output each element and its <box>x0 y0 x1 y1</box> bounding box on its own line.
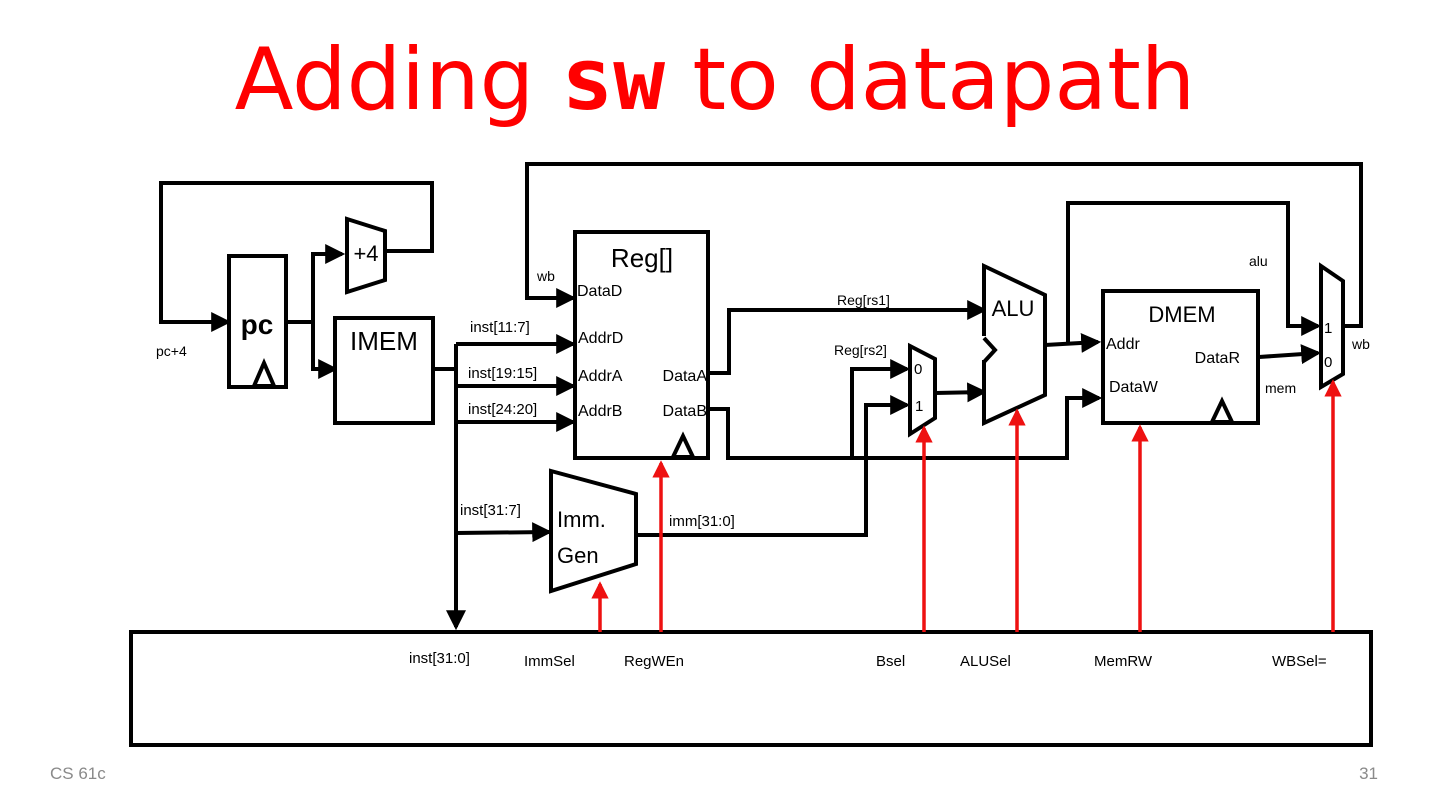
slide-title: Adding sw to datapath <box>0 30 1430 130</box>
port-datab: DataB <box>663 403 707 420</box>
wire-label-wb-reg: wb <box>536 268 555 284</box>
imem-block <box>333 316 435 425</box>
control-signal-bsel: Bsel <box>876 653 905 670</box>
wire-label-inst-11-7: inst[11:7] <box>470 319 530 336</box>
wire-label-wb-out: wb <box>1351 336 1370 352</box>
wire-reg-rs2 <box>708 388 1103 460</box>
wire-label-reg-rs2: Reg[rs2] <box>834 342 887 358</box>
bmux-block <box>908 342 937 438</box>
title-code: sw <box>561 30 666 130</box>
immgen-label-line2: Gen <box>557 543 599 568</box>
wire-label-pc-plus4: pc+4 <box>156 343 187 359</box>
port-addrd: AddrD <box>578 330 623 347</box>
wbmux-input-0: 0 <box>1324 354 1332 371</box>
control-signal-alusel: ALUSel <box>960 653 1011 670</box>
adder-block <box>345 216 387 295</box>
wire-mem-out <box>1258 344 1322 365</box>
wire-label-imm: imm[31:0] <box>669 513 735 530</box>
immgen-label-line1: Imm. <box>557 507 606 532</box>
wire-rs2-to-bmux <box>850 359 911 458</box>
footer-course: CS 61c <box>50 764 106 783</box>
wire-label-inst-24-20: inst[24:20] <box>468 401 537 418</box>
wire-pc-plus4-loop <box>159 181 434 332</box>
wire-label-mem: mem <box>1265 380 1296 396</box>
wire-pc-to-adder <box>311 244 346 322</box>
wire-label-alu: alu <box>1249 253 1268 269</box>
wire-label-inst-19-15: inst[19:15] <box>468 365 537 382</box>
control-signal-immsel: ImmSel <box>524 653 575 670</box>
wire-alu-to-wbmux <box>1066 201 1322 344</box>
control-signal-wbsel: WBSel= <box>1272 653 1327 670</box>
wire-wb-to-datad <box>525 162 1363 328</box>
dmem-clock-icon <box>1208 396 1236 424</box>
pc-clock-icon <box>250 357 278 388</box>
port-dataa: DataA <box>663 368 708 385</box>
wire-label-reg-rs1: Reg[rs1] <box>837 292 890 308</box>
reg-clock-icon <box>669 431 697 459</box>
wire-inst-31-7 <box>455 522 553 543</box>
immgen-block <box>549 468 638 594</box>
reg-label: Reg[] <box>611 243 673 273</box>
control-signal-regwen: RegWEn <box>624 653 684 670</box>
control-inst-label: inst[31:0] <box>409 650 470 667</box>
alu-notch <box>982 336 998 364</box>
wire-pc-to-imem <box>311 322 339 379</box>
control-signal-memrw: MemRW <box>1094 653 1153 670</box>
alu-notch-gap <box>981 336 987 360</box>
wire-reg-rs1 <box>708 300 988 375</box>
imem-label: IMEM <box>350 326 418 356</box>
alu-label: ALU <box>992 296 1035 321</box>
title-suffix: to datapath <box>665 30 1196 130</box>
port-dataw: DataW <box>1109 379 1159 396</box>
title-prefix: Adding <box>234 30 562 130</box>
bmux-input-1: 1 <box>915 398 923 415</box>
pc-label: pc <box>241 309 274 340</box>
adder-label: +4 <box>353 241 378 266</box>
wire-imm <box>636 395 911 537</box>
port-addra: AddrA <box>578 368 623 385</box>
control-unit <box>129 630 1373 747</box>
port-addr: Addr <box>1106 336 1140 353</box>
wbmux-block <box>1319 262 1345 391</box>
wbmux-input-1: 1 <box>1324 320 1332 337</box>
port-datar: DataR <box>1195 350 1240 367</box>
wire-alu-out <box>1044 332 1102 353</box>
dmem-label: DMEM <box>1148 302 1215 327</box>
footer-page-number: 31 <box>1359 764 1378 783</box>
bmux-input-0: 0 <box>914 361 922 378</box>
dmem-block <box>1101 289 1260 425</box>
alu-block <box>982 262 1047 427</box>
port-addrb: AddrB <box>578 403 622 420</box>
wire-bmux-out <box>934 382 988 403</box>
port-datad: DataD <box>577 283 622 300</box>
regfile-block <box>573 230 710 460</box>
wire-label-inst-31-7: inst[31:7] <box>460 502 521 519</box>
